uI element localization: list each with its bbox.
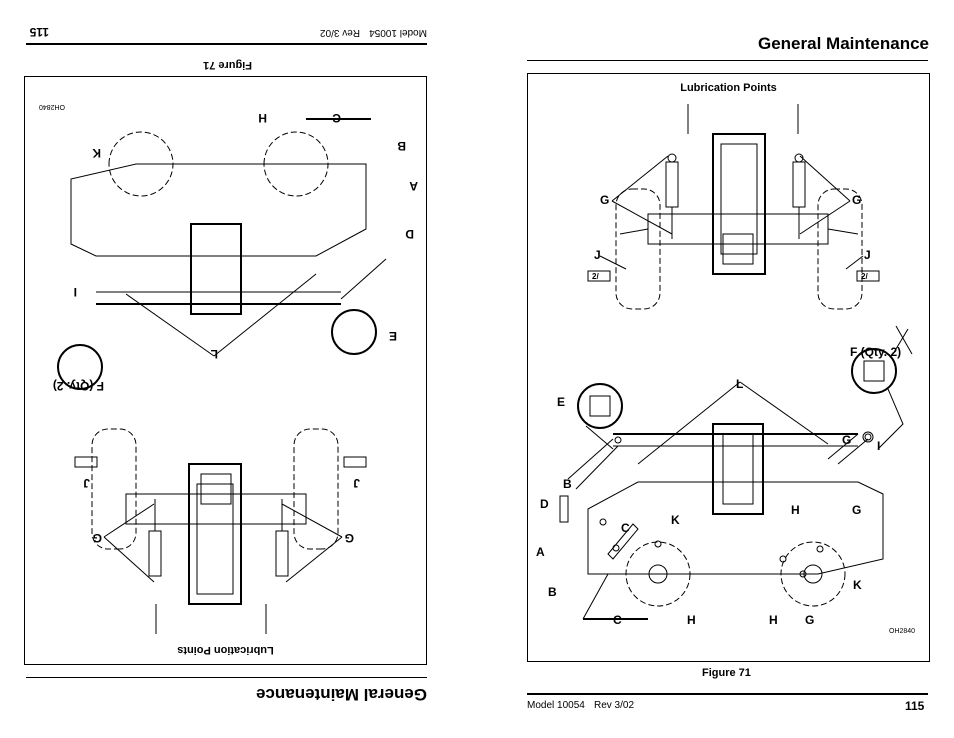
callout-a: A <box>536 545 545 559</box>
lubrication-diagram: G G J J 2/ 2/ F (Qty. 2) L E G I B D C K… <box>536 104 913 627</box>
callout-g-right: G <box>852 503 861 517</box>
rotated-header-rule <box>26 677 427 678</box>
rotated-callout-h: H <box>258 111 267 125</box>
front-right-wheel <box>817 188 863 310</box>
rotated-callout-e: E <box>389 329 397 343</box>
figure-id: OH2840 <box>889 628 916 635</box>
rotated-footer-revision: Rev 3/02 <box>319 27 360 38</box>
rotated-callout-a: A <box>409 179 418 193</box>
footer-model: Model 10054 <box>527 700 585 711</box>
callout-h-lower-left: H <box>687 613 696 627</box>
fork-attachment <box>559 495 569 523</box>
callout-k-right: K <box>853 578 862 592</box>
footer-rule <box>527 693 928 695</box>
rotated-footer-model: Model 10054 <box>369 27 427 38</box>
rotated-callout-l: L <box>211 347 218 361</box>
boom-inner <box>720 143 758 255</box>
rotated-callout-k: K <box>92 146 101 160</box>
rotated-page-number: 115 <box>29 25 49 39</box>
rotated-callout-f: F (Qty. 2) <box>53 379 104 393</box>
magnifier-left <box>577 383 623 429</box>
right-cylinder <box>792 161 806 208</box>
boom-body <box>712 133 766 275</box>
callout-j-left: J <box>594 248 601 262</box>
callout-c-upper: C <box>621 521 630 535</box>
callout-i: I <box>877 439 880 453</box>
cab <box>712 423 764 515</box>
right-page: General Maintenance Lubrication Points O… <box>477 0 954 738</box>
callout-g-lower: G <box>805 613 814 627</box>
interval-marker-right: 2/ <box>861 272 868 281</box>
callout-l: L <box>736 377 743 391</box>
rotated-lubrication-diagram: G G J J F (Qty. 2) L E I D A B C H K <box>53 111 418 634</box>
callout-k-left: K <box>671 513 680 527</box>
callout-c-lower: C <box>613 613 622 627</box>
callout-e: E <box>557 395 565 409</box>
rotated-callout-g-right: G <box>93 531 102 545</box>
page-number: 115 <box>905 699 925 713</box>
callout-b-lower: B <box>548 585 557 599</box>
callout-d: D <box>540 497 549 511</box>
rotated-figure-title: Lubrication Points <box>177 644 274 656</box>
callout-b-upper: B <box>563 477 572 491</box>
callout-f: F (Qty. 2) <box>850 345 901 359</box>
magnifier-right <box>851 348 897 394</box>
footer-revision: Rev 3/02 <box>594 700 635 711</box>
rotated-callout-j-left: J <box>353 476 360 490</box>
front-wheel-side <box>780 541 846 607</box>
left-cylinder <box>665 161 679 208</box>
rotated-callout-c: C <box>332 111 341 125</box>
header-rule <box>527 60 928 61</box>
rotated-callout-d: D <box>405 227 414 241</box>
rotated-callout-b: B <box>397 139 406 153</box>
figure-title: Lubrication Points <box>680 82 777 94</box>
callout-g-top-left: G <box>600 193 609 207</box>
rotated-footer-rule <box>26 43 427 45</box>
rotated-callout-j-right: J <box>83 476 90 490</box>
rear-wheel <box>625 541 691 607</box>
callout-g-top-right: G <box>852 193 861 207</box>
figure-frame: Lubrication Points OH2840 <box>527 73 930 662</box>
rotated-figure-frame: Lubrication Points OH2840 <box>24 76 427 665</box>
callout-g-mid-right: G <box>842 433 851 447</box>
callout-h-lower-right: H <box>769 613 778 627</box>
axle <box>647 213 829 245</box>
chassis-frame <box>587 481 884 575</box>
callout-j-right: J <box>864 248 871 262</box>
rotated-callout-g-left: G <box>345 531 354 545</box>
left-page-rotated: General Maintenance Lubrication Points O… <box>24 25 427 704</box>
page-header-title: General Maintenance <box>758 34 930 53</box>
front-left-wheel <box>615 188 661 310</box>
rotated-figure-caption: Figure 71 <box>203 59 252 71</box>
callout-h-right-upper: H <box>791 503 800 517</box>
rotated-callout-i: I <box>74 285 77 299</box>
differential <box>722 233 754 265</box>
figure-caption: Figure 71 <box>702 667 751 679</box>
rotated-header-title: General Maintenance <box>255 685 427 704</box>
interval-marker-left: 2/ <box>592 272 599 281</box>
